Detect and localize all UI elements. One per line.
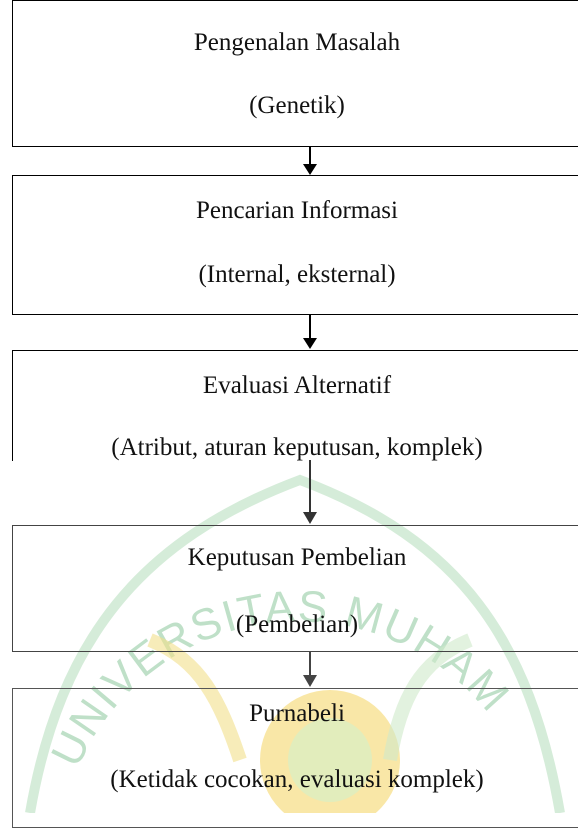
step-detail: (Genetik) — [249, 92, 345, 119]
step-box-purnabeli: Purnabeli (Ketidak cocokan, evaluasi kom… — [12, 688, 578, 828]
arrow-down-icon — [303, 314, 317, 349]
step-title: Pengenalan Masalah — [193, 29, 401, 56]
step-box-evaluasi-alternatif: Evaluasi Alternatif (Atribut, aturan kep… — [12, 350, 578, 461]
step-box-pencarian-informasi: Pencarian Informasi (Internal, eksternal… — [12, 175, 578, 315]
step-box-keputusan-pembelian: Keputusan Pembelian (Pembelian) — [12, 525, 578, 652]
seal-arc-outline — [25, 474, 565, 813]
arrow-down-icon — [303, 146, 317, 175]
step-detail: (Pembelian) — [235, 611, 359, 638]
arrow-down-icon — [303, 651, 317, 687]
step-title: Evaluasi Alternatif — [202, 372, 392, 399]
step-detail: (Internal, eksternal) — [198, 261, 396, 288]
step-box-pengenalan-masalah: Pengenalan Masalah (Genetik) — [12, 0, 578, 147]
seal-leaf-right — [383, 633, 473, 762]
arrow-down-icon — [303, 460, 317, 524]
seal-leaf-left — [147, 633, 247, 763]
step-detail: (Atribut, aturan keputusan, komplek) — [111, 434, 483, 461]
step-title: Purnabeli — [249, 700, 345, 727]
step-title: Keputusan Pembelian — [187, 544, 407, 571]
step-detail: (Ketidak cocokan, evaluasi komplek) — [110, 766, 484, 793]
step-title: Pencarian Informasi — [195, 197, 398, 224]
